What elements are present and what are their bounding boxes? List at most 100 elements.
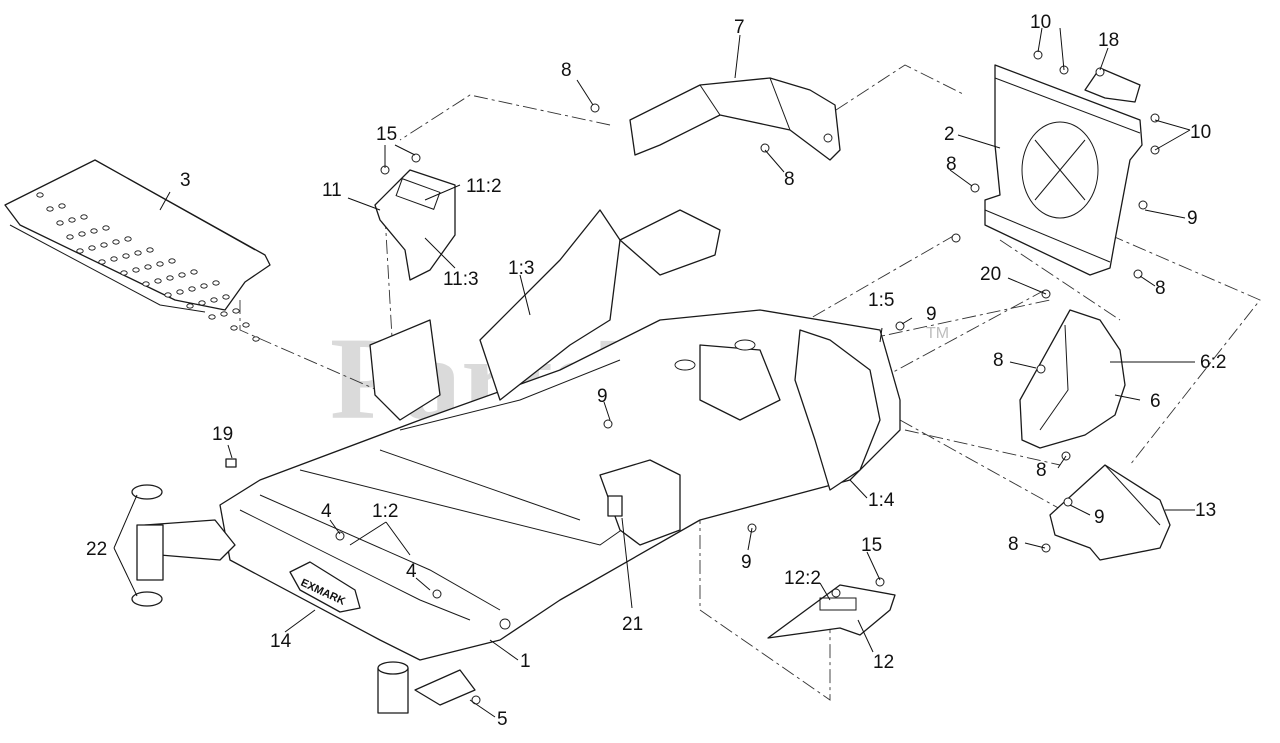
callout-8-top: 8 bbox=[561, 60, 572, 81]
callout-19: 19 bbox=[212, 424, 233, 445]
fastener bbox=[1063, 497, 1073, 507]
callout-5: 5 bbox=[497, 709, 508, 730]
callout-12: 12 bbox=[873, 652, 894, 673]
plate-hole bbox=[90, 228, 98, 234]
plate-hole bbox=[76, 248, 84, 254]
plate-hole bbox=[168, 258, 176, 264]
watermark-tm: TM bbox=[926, 325, 949, 342]
plate-hole bbox=[164, 292, 172, 298]
plate-hole bbox=[208, 314, 216, 320]
callout-9-guard: 9 bbox=[1094, 507, 1105, 528]
callout-20: 20 bbox=[980, 264, 1001, 285]
callout-14: 14 bbox=[270, 631, 292, 652]
rear-plate[interactable] bbox=[984, 64, 1143, 276]
plate-hole bbox=[176, 289, 184, 295]
label-19 bbox=[225, 458, 237, 468]
plate-hole bbox=[100, 242, 108, 248]
plate-hole bbox=[98, 259, 106, 265]
callout-8-fender: 8 bbox=[993, 350, 1004, 371]
callout-13: 13 bbox=[1195, 500, 1216, 521]
plate-hole bbox=[68, 217, 76, 223]
plate-hole bbox=[220, 311, 228, 317]
fastener bbox=[760, 143, 770, 153]
plate-hole bbox=[144, 264, 152, 270]
callout-9-bottom: 9 bbox=[741, 552, 752, 573]
callout-6: 6 bbox=[1150, 391, 1161, 412]
callout-1-3: 1:3 bbox=[508, 258, 534, 279]
top-panel[interactable] bbox=[629, 77, 841, 161]
plate-hole bbox=[122, 253, 130, 259]
callout-1-2: 1:2 bbox=[372, 501, 398, 522]
floor-plate[interactable] bbox=[4, 159, 271, 342]
callout-18: 18 bbox=[1098, 30, 1119, 51]
callout-9-mid: 9 bbox=[926, 304, 937, 325]
fastener bbox=[471, 695, 481, 705]
rear-bracket[interactable] bbox=[1084, 67, 1141, 103]
callout-8-guard: 8 bbox=[1008, 534, 1019, 555]
plate-hole bbox=[200, 283, 208, 289]
fastener bbox=[1150, 113, 1160, 123]
callout-15-top: 15 bbox=[376, 124, 397, 145]
front-axle-arm[interactable] bbox=[131, 484, 236, 607]
fastener bbox=[970, 183, 980, 193]
plate-hole bbox=[134, 250, 142, 256]
callout-1: 1 bbox=[520, 651, 531, 672]
callout-8-fender-lower: 8 bbox=[1036, 460, 1047, 481]
plate-hole bbox=[56, 220, 64, 226]
fastener bbox=[951, 233, 961, 243]
plate-hole bbox=[58, 203, 66, 209]
plate-hole bbox=[230, 325, 238, 331]
plate-hole bbox=[178, 272, 186, 278]
plate-hole bbox=[156, 261, 164, 267]
plate-hole bbox=[124, 236, 132, 242]
fastener bbox=[1041, 543, 1051, 553]
callout-11-3: 11:3 bbox=[443, 269, 479, 290]
callout-6-2: 6:2 bbox=[1200, 352, 1226, 373]
plate-hole bbox=[142, 281, 150, 287]
console-bracket[interactable] bbox=[374, 169, 456, 281]
plate-hole bbox=[186, 303, 194, 309]
plate-hole bbox=[190, 269, 198, 275]
main-frame[interactable] bbox=[219, 209, 901, 661]
plate-hole bbox=[78, 231, 86, 237]
callout-2: 2 bbox=[944, 124, 955, 145]
fastener bbox=[1095, 67, 1105, 77]
callout-7: 7 bbox=[734, 17, 745, 38]
callout-15-bottom: 15 bbox=[861, 535, 882, 556]
plate-hole bbox=[46, 206, 54, 212]
callout-1-4: 1:4 bbox=[868, 490, 895, 511]
plate-hole bbox=[222, 294, 230, 300]
callout-1-5: 1:5 bbox=[868, 290, 894, 311]
plate-hole bbox=[110, 256, 118, 262]
callout-11: 11 bbox=[322, 180, 342, 201]
plate-hole bbox=[36, 192, 44, 198]
foot-guard[interactable] bbox=[1049, 464, 1171, 561]
plate-hole bbox=[66, 234, 74, 240]
fastener bbox=[411, 153, 421, 163]
callout-labels: 3 7 8 8 2 18 10 10 8 9 8 20 1:5 9 6:2 6 … bbox=[86, 12, 1226, 730]
callout-10-right: 10 bbox=[1190, 122, 1211, 143]
plate-hole bbox=[102, 225, 110, 231]
plate-hole bbox=[198, 300, 206, 306]
plate-hole bbox=[120, 270, 128, 276]
plate-hole bbox=[112, 239, 120, 245]
fastener bbox=[1138, 200, 1148, 210]
front-spindle[interactable] bbox=[377, 661, 476, 714]
plate-hole bbox=[242, 322, 250, 328]
callout-8-plate-lower: 8 bbox=[1155, 278, 1166, 299]
callout-22: 22 bbox=[86, 539, 107, 560]
label-21 bbox=[607, 495, 623, 517]
plate-hole bbox=[146, 247, 154, 253]
foot-plate[interactable] bbox=[767, 584, 896, 639]
callout-8-panel: 8 bbox=[784, 169, 795, 190]
fastener bbox=[1036, 364, 1046, 374]
plate-hole bbox=[154, 278, 162, 284]
right-fender[interactable] bbox=[1019, 309, 1126, 449]
plate-hole bbox=[188, 286, 196, 292]
plate-hole bbox=[88, 245, 96, 251]
callout-21: 21 bbox=[622, 614, 643, 635]
plate-hole bbox=[210, 297, 218, 303]
plate-hole bbox=[252, 336, 260, 342]
plate-hole bbox=[212, 280, 220, 286]
